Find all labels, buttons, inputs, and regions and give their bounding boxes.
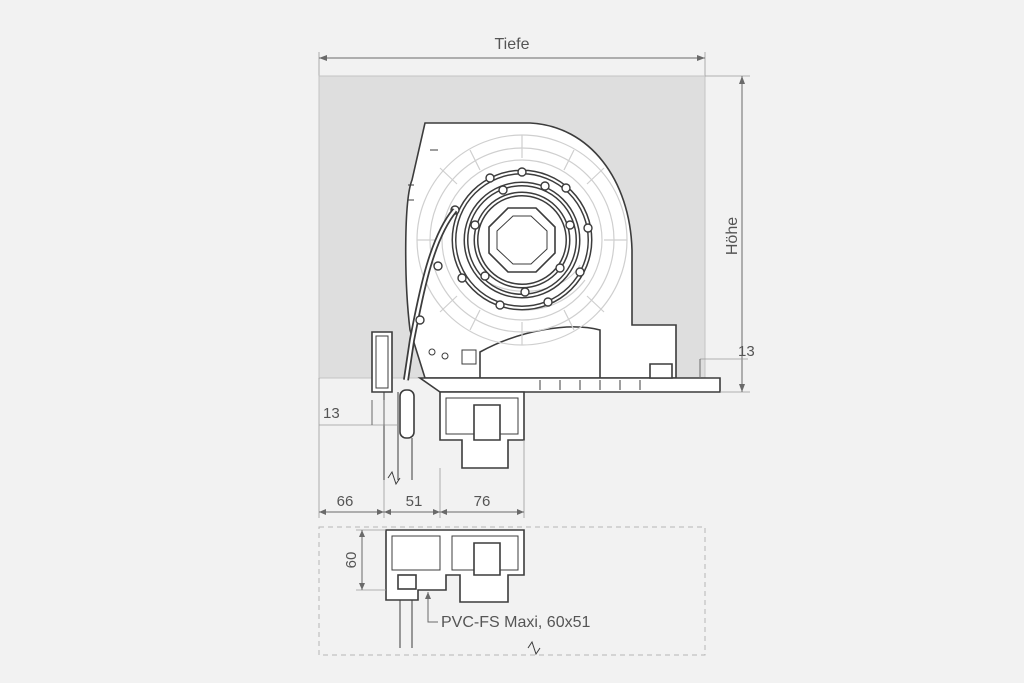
dim-76-label: 76 <box>474 493 491 510</box>
housing-details <box>408 149 477 365</box>
dim-66-label: 66 <box>337 493 354 510</box>
dim-60-label: 60 <box>343 552 360 569</box>
bottom-dimensions: 66 51 76 <box>318 378 525 518</box>
window-profile-lower <box>385 529 541 656</box>
dim-13-left-label: 13 <box>323 405 340 422</box>
shutter-curtain <box>399 208 458 439</box>
dimension-60: 60 <box>343 529 386 591</box>
height-dimension: Höhe <box>705 75 750 393</box>
break-line-upper <box>387 470 401 486</box>
octagonal-shaft <box>488 207 556 273</box>
lower-section-frame <box>318 526 706 656</box>
height-label: Höhe <box>724 217 741 255</box>
depth-dimension: Tiefe <box>318 36 706 76</box>
profile-caption-label: PVC-FS Maxi, 60x51 <box>441 614 590 631</box>
profile-caption: PVC-FS Maxi, 60x51 <box>425 592 590 631</box>
dimension-13-left: 13 <box>319 400 398 426</box>
dim-13-right-label: 13 <box>738 343 755 360</box>
box-bottom-profile <box>371 331 721 393</box>
shutter-spiral <box>450 167 593 311</box>
window-profile-upper <box>383 391 525 480</box>
dimension-13-right: 13 <box>699 343 755 378</box>
depth-label: Tiefe <box>495 36 530 53</box>
dim-51-label: 51 <box>406 493 423 510</box>
